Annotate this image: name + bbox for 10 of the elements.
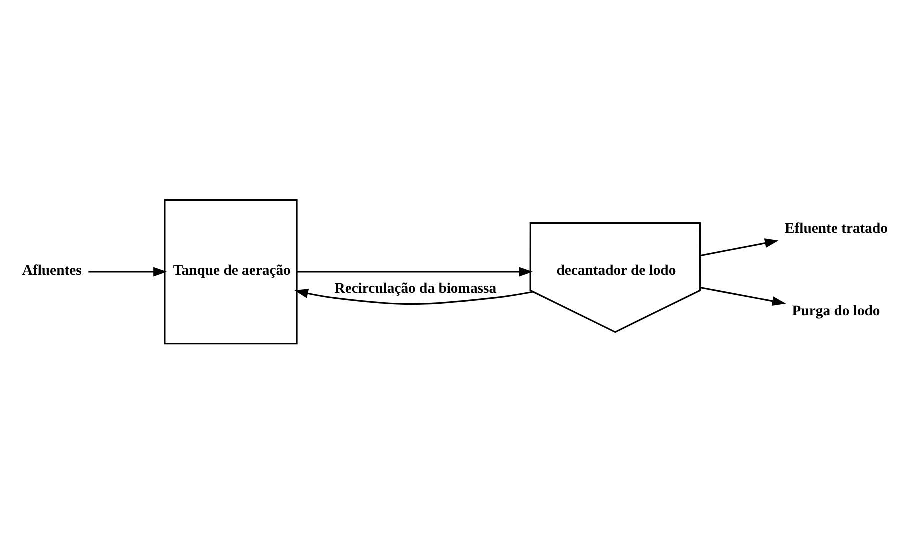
arrow [88, 266, 167, 276]
node-box: Tanque de aeração [164, 198, 298, 344]
node-text: Efluente tratado [784, 220, 888, 236]
arrow [294, 288, 533, 305]
node-text: Afluentes [22, 262, 82, 278]
arrow [700, 286, 786, 306]
node-text: Purga do lodo [792, 303, 880, 320]
edge-label: Recirculação da biomassa [334, 280, 496, 297]
arrow [296, 266, 533, 276]
arrow [700, 238, 778, 256]
